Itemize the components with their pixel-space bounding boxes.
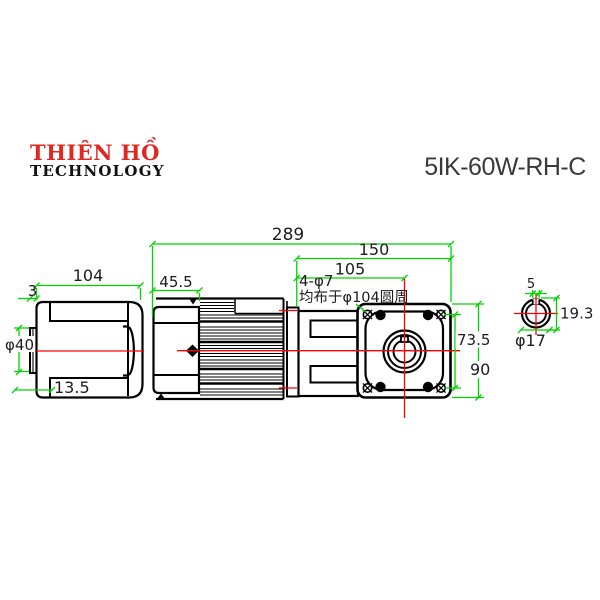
parting-mark-bottom [157,393,165,399]
case-screw-hole [422,381,434,393]
dim-shaft-center-offset: 105 [335,260,366,279]
dim-mount-note: 均布于φ104圆周 [299,289,409,306]
dim-shaft-dia: φ17 [515,331,546,350]
case-screw-hole [375,381,386,393]
cooling-fins [200,301,283,396]
rear-end-view [29,300,144,399]
case-screw-hole [375,309,386,321]
dim-rear-bottom-step: 13.5 [54,378,90,397]
dim-shaft-key-height: 19.3 [560,305,593,323]
rear-cover-steps [49,302,129,398]
dim-rear-step: 3 [28,282,38,300]
dim-overall-length: 289 [272,225,304,245]
dim-rear-boss-dia: φ40 [5,336,34,354]
brand-name: THIÊN HỒ [30,140,160,165]
rear-cover-outline [35,300,144,399]
dimension-labels: 289 150 105 45.5 104 3 φ40 13.5 4-φ7 均布于… [5,225,593,397]
motor-flange [286,306,300,398]
motor-side-view [152,297,300,401]
dim-gearhead-length: 150 [359,240,390,259]
dimension-lines [11,240,560,401]
centerlines [29,278,558,418]
dim-bolt-spacing: 73.5 [457,331,490,349]
nameplate-area [235,299,284,314]
dim-face-height: 90 [470,360,490,379]
key-slot [532,299,540,305]
dim-mount-holes: 4-φ7 [299,272,333,290]
dim-rear-housing-length: 45.5 [159,273,192,291]
brand-subtitle: TECHNOLOGY [30,162,165,180]
brand-logo: THIÊN HỒ TECHNOLOGY [30,142,210,179]
parting-mark-top [189,298,197,305]
case-screw-hole [422,309,434,321]
cooling-fins-thick [200,320,283,385]
rear-housing [152,305,201,395]
model-number: 5IK-60W-RH-C [424,153,586,181]
dim-rear-view-width: 104 [73,266,104,285]
dim-key-width: 5 [527,277,535,292]
